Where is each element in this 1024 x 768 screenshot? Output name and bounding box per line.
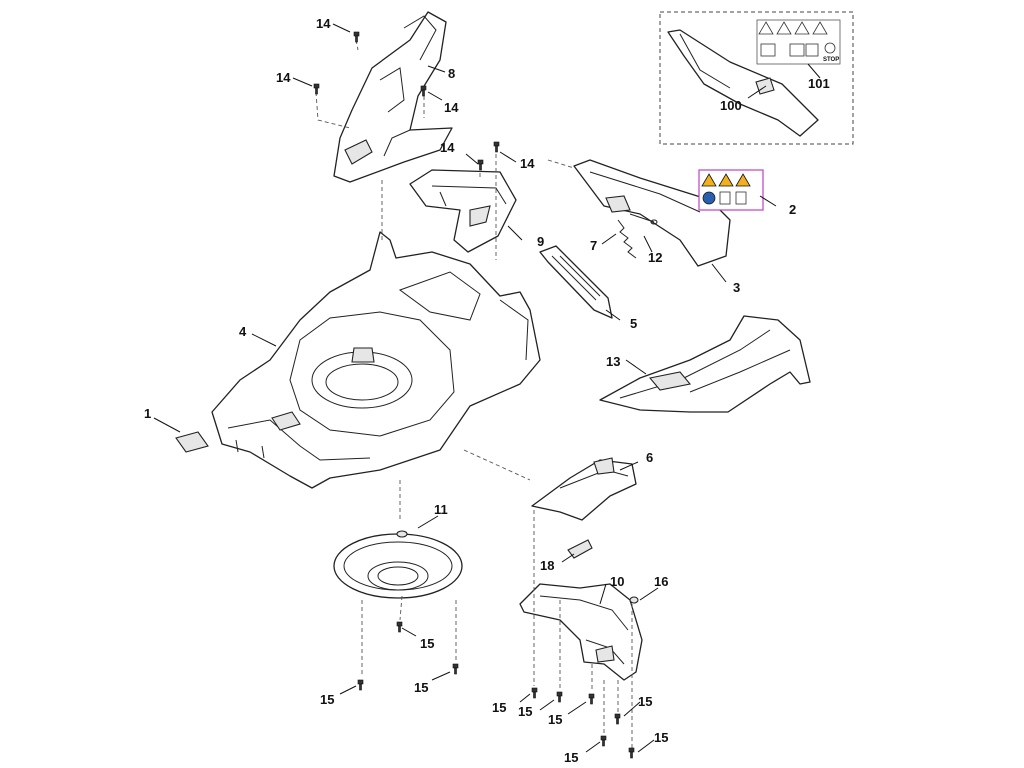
label-part-15: 15 (518, 704, 532, 719)
part-1-decal (175, 431, 209, 453)
leader-lines (153, 23, 821, 753)
label-part-2: 2 (789, 202, 796, 217)
label-part-14: 14 (276, 70, 291, 85)
part-9-support-bracket (409, 169, 517, 253)
label-part-6: 6 (646, 450, 653, 465)
label-part-18: 18 (540, 558, 554, 573)
part-12-pin (629, 213, 658, 225)
screw-15-e (556, 691, 563, 703)
label-part-15: 15 (564, 750, 578, 765)
label-part-101: 101 (808, 76, 830, 91)
part-13-grass-chute (599, 315, 811, 413)
screw-15-f (588, 693, 595, 705)
screw-14-c (420, 85, 427, 97)
screw-14-b (313, 83, 320, 95)
label-part-16: 16 (654, 574, 668, 589)
screw-14-a (353, 31, 360, 43)
label-part-7: 7 (590, 238, 597, 253)
screw-15-a (396, 621, 403, 633)
label-part-1: 1 (144, 406, 151, 421)
part-labels: 14 14 8 14 14 14 4 1 9 5 13 2 7 12 3 6 1… (144, 16, 830, 765)
stop-decal-text: STOP (823, 57, 839, 63)
label-part-15: 15 (420, 636, 434, 651)
part-101-warning-decal: STOP (756, 19, 841, 65)
inset-detail-box: STOP (659, 11, 854, 145)
label-part-5: 5 (630, 316, 637, 331)
label-part-14: 14 (440, 140, 455, 155)
label-part-8: 8 (448, 66, 455, 81)
screw-15-b (357, 679, 364, 691)
label-part-100: 100 (720, 98, 742, 113)
part-10-lower-housing (519, 583, 643, 681)
washer-16 (629, 596, 639, 604)
label-part-15: 15 (492, 700, 506, 715)
screw-set (313, 31, 639, 759)
screw-14-e (493, 141, 500, 153)
label-part-11: 11 (434, 502, 448, 517)
screw-14-d (477, 159, 484, 171)
label-part-12: 12 (648, 250, 662, 265)
screw-15-h (600, 735, 607, 747)
assembly-guide-lines (315, 39, 633, 748)
screw-15-g (614, 713, 621, 725)
label-part-13: 13 (606, 354, 620, 369)
part-3-chute-guard (573, 159, 731, 267)
part-7-spring (617, 219, 637, 259)
part-4-mower-deck (211, 231, 541, 489)
screw-15-d (531, 687, 538, 699)
label-part-3: 3 (733, 280, 740, 295)
label-part-9: 9 (537, 234, 544, 249)
part-11-blade-cup (333, 530, 463, 599)
part-5-flap (539, 245, 613, 319)
label-part-15: 15 (638, 694, 652, 709)
screw-15-i (628, 747, 635, 759)
label-part-14: 14 (444, 100, 459, 115)
label-part-4: 4 (239, 324, 247, 339)
part-6-deflector (531, 457, 637, 521)
screw-15-c (452, 663, 459, 675)
label-part-14: 14 (520, 156, 535, 171)
part-2-warning-decal (698, 169, 764, 211)
part-8-handle-bracket (333, 11, 453, 183)
label-part-15: 15 (320, 692, 334, 707)
label-part-15: 15 (548, 712, 562, 727)
part-100-guard-flap (667, 29, 819, 137)
label-part-15: 15 (414, 680, 428, 695)
label-part-14: 14 (316, 16, 331, 31)
label-part-10: 10 (610, 574, 624, 589)
label-part-15: 15 (654, 730, 668, 745)
